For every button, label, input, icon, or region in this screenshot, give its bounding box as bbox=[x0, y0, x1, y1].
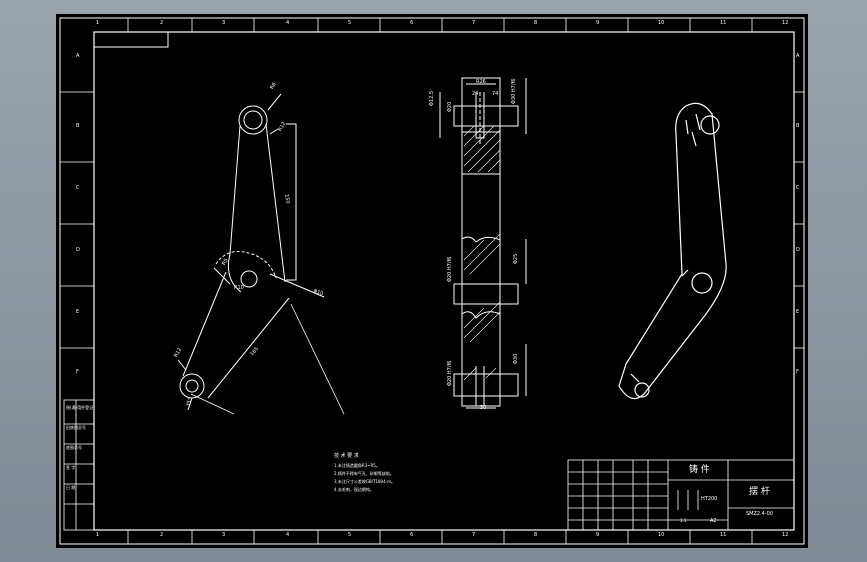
middle-dim-label: 24 bbox=[472, 91, 479, 97]
middle-view-hatch bbox=[463, 125, 501, 381]
column-label-10: 10 bbox=[658, 20, 665, 26]
row-label-right-C: C bbox=[796, 185, 800, 191]
drawing-no-text: SMZ2.4-00 bbox=[746, 511, 774, 517]
row-label-E: E bbox=[76, 309, 80, 315]
middle-view-section bbox=[439, 77, 527, 409]
column-label-5: 5 bbox=[348, 20, 352, 26]
column-label-bottom-8: 8 bbox=[534, 532, 538, 538]
row-label-A: A bbox=[76, 53, 80, 59]
row-label-C: C bbox=[76, 185, 80, 191]
side-table-label: 底图总号 bbox=[66, 445, 82, 450]
drawing-canvas bbox=[59, 17, 805, 545]
material-text: HT200 bbox=[701, 496, 718, 502]
title-block bbox=[567, 459, 795, 531]
right-view-iso bbox=[618, 102, 727, 400]
middle-dim-label: 74 bbox=[492, 91, 499, 97]
column-label-bottom-4: 4 bbox=[286, 532, 290, 538]
scale-text: 1:1 bbox=[680, 518, 687, 523]
row-label-B: B bbox=[76, 123, 80, 129]
side-table-label: 签 字 bbox=[66, 465, 76, 470]
column-label-1: 1 bbox=[96, 20, 100, 26]
inner-border bbox=[93, 31, 795, 531]
side-table-label: 借(通)用件登记 bbox=[66, 405, 94, 410]
row-label-right-D: D bbox=[796, 247, 800, 253]
column-label-4: 4 bbox=[286, 20, 290, 26]
column-label-6: 6 bbox=[410, 20, 414, 26]
column-label-3: 3 bbox=[222, 20, 226, 26]
column-label-bottom-7: 7 bbox=[472, 532, 476, 538]
left-view-lever bbox=[177, 93, 345, 415]
designation-text: 铸 件 bbox=[689, 465, 710, 475]
middle-dim-label: Φ20 H7/f6 bbox=[447, 256, 453, 282]
column-label-12: 12 bbox=[782, 20, 789, 26]
middle-dim-label: Φ30 bbox=[513, 353, 519, 364]
column-label-bottom-5: 5 bbox=[348, 532, 352, 538]
column-label-bottom-12: 12 bbox=[782, 532, 789, 538]
column-label-9: 9 bbox=[596, 20, 600, 26]
column-label-bottom-11: 11 bbox=[720, 532, 727, 538]
outer-border bbox=[59, 17, 805, 545]
side-table-label: 日 期 bbox=[66, 485, 76, 490]
note-line: 1.未注铸造圆角R3~R5。 bbox=[334, 463, 380, 468]
middle-dim-label: Φ20 bbox=[447, 101, 453, 112]
column-label-bottom-1: 1 bbox=[96, 532, 100, 538]
row-label-right-B: B bbox=[796, 123, 800, 129]
column-label-11: 11 bbox=[720, 20, 727, 26]
middle-dim-label: Φ30 H7/f6 bbox=[511, 78, 517, 104]
column-label-bottom-2: 2 bbox=[160, 532, 164, 538]
middle-dim-label: Φ20 H7/f6 bbox=[447, 360, 453, 386]
middle-dim-label: 30 bbox=[480, 405, 487, 411]
note-line: 3.未注尺寸公差按GB/T1804-m。 bbox=[334, 479, 395, 484]
side-table-label: 旧底图总号 bbox=[66, 425, 86, 430]
part-name-text: 摆 杆 bbox=[749, 487, 770, 497]
left-dim-label: R10 bbox=[234, 285, 244, 291]
row-label-right-E: E bbox=[796, 309, 800, 315]
drawing-sheet: 技 术 要 求 铸 件 摆 杆 HT200 SMZ2.4-00 A2 1:1 1… bbox=[56, 14, 808, 548]
notes-title: 技 术 要 求 bbox=[334, 453, 359, 459]
side-table bbox=[63, 399, 95, 531]
middle-dim-label: R26 bbox=[476, 79, 486, 85]
middle-dim-label: Φ25 bbox=[513, 253, 519, 264]
middle-dim-label: Φ12.5 bbox=[429, 90, 435, 106]
top-left-box bbox=[93, 31, 169, 48]
note-line: 2.铸件不得有气孔、砂眼等缺陷。 bbox=[334, 471, 394, 476]
left-dim-label: 150 bbox=[283, 193, 291, 205]
column-label-bottom-6: 6 bbox=[410, 532, 414, 538]
row-label-D: D bbox=[76, 247, 80, 253]
column-label-bottom-3: 3 bbox=[222, 532, 226, 538]
column-label-2: 2 bbox=[160, 20, 164, 26]
column-label-bottom-10: 10 bbox=[658, 532, 665, 538]
sheet-size-text: A2 bbox=[710, 518, 717, 524]
column-label-8: 8 bbox=[534, 20, 538, 26]
row-label-right-A: A bbox=[796, 53, 800, 59]
row-label-right-F: F bbox=[796, 369, 799, 375]
column-label-7: 7 bbox=[472, 20, 476, 26]
row-label-F: F bbox=[76, 369, 79, 375]
note-line: 4.去毛刺，锐边倒钝。 bbox=[334, 487, 374, 492]
column-label-bottom-9: 9 bbox=[596, 532, 600, 538]
